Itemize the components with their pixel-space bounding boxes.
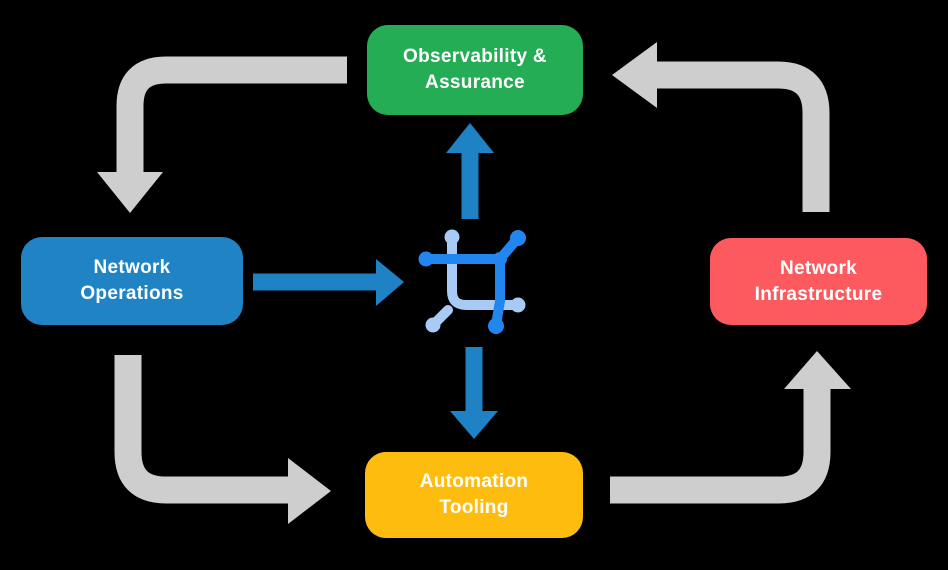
- icon-dark-junction: [493, 252, 507, 266]
- icon-light-node-top: [444, 229, 460, 245]
- node-label: Automation Tooling: [419, 471, 529, 518]
- arrow-infrastructure-to-observability: [656, 61, 830, 212]
- node-label: Network Operations: [80, 257, 184, 304]
- icon-dark-node-topright: [510, 230, 526, 246]
- icon-light-edge: [447, 232, 523, 310]
- icon-dark-node-bottom: [488, 318, 504, 334]
- icon-light-node-right: [510, 297, 526, 313]
- node-automation-tooling: Automation Tooling: [365, 452, 583, 538]
- arrowhead-up-icon: [784, 351, 851, 389]
- arrow-observability-to-operations: [116, 56, 347, 174]
- node-network-infrastructure: Network Infrastructure: [710, 238, 927, 325]
- cycle-arrows: [97, 42, 851, 524]
- icon-dark-right-edge: [491, 254, 505, 330]
- arrow-automation-to-infrastructure: [610, 388, 831, 504]
- arrowhead-right-icon: [288, 458, 331, 524]
- arrowhead-right-blue-icon: [376, 259, 404, 306]
- arrowhead-down-blue-icon: [450, 411, 498, 439]
- icon-dark-node-left: [418, 251, 434, 267]
- arrowhead-down-icon: [97, 172, 163, 213]
- arrowhead-left-icon: [612, 42, 657, 108]
- node-label: Observability & Assurance: [403, 46, 547, 93]
- arrow-operations-to-automation: [114, 355, 289, 504]
- icon-light-node-bottomleft: [425, 317, 441, 333]
- node-label: Network Infrastructure: [754, 257, 883, 305]
- arrowhead-up-blue-icon: [446, 123, 494, 153]
- network-automation-platform-icon: [418, 229, 526, 334]
- node-observability-assurance: Observability & Assurance: [367, 25, 583, 115]
- node-network-operations: Network Operations: [21, 237, 243, 325]
- platform-arrows: [253, 123, 498, 439]
